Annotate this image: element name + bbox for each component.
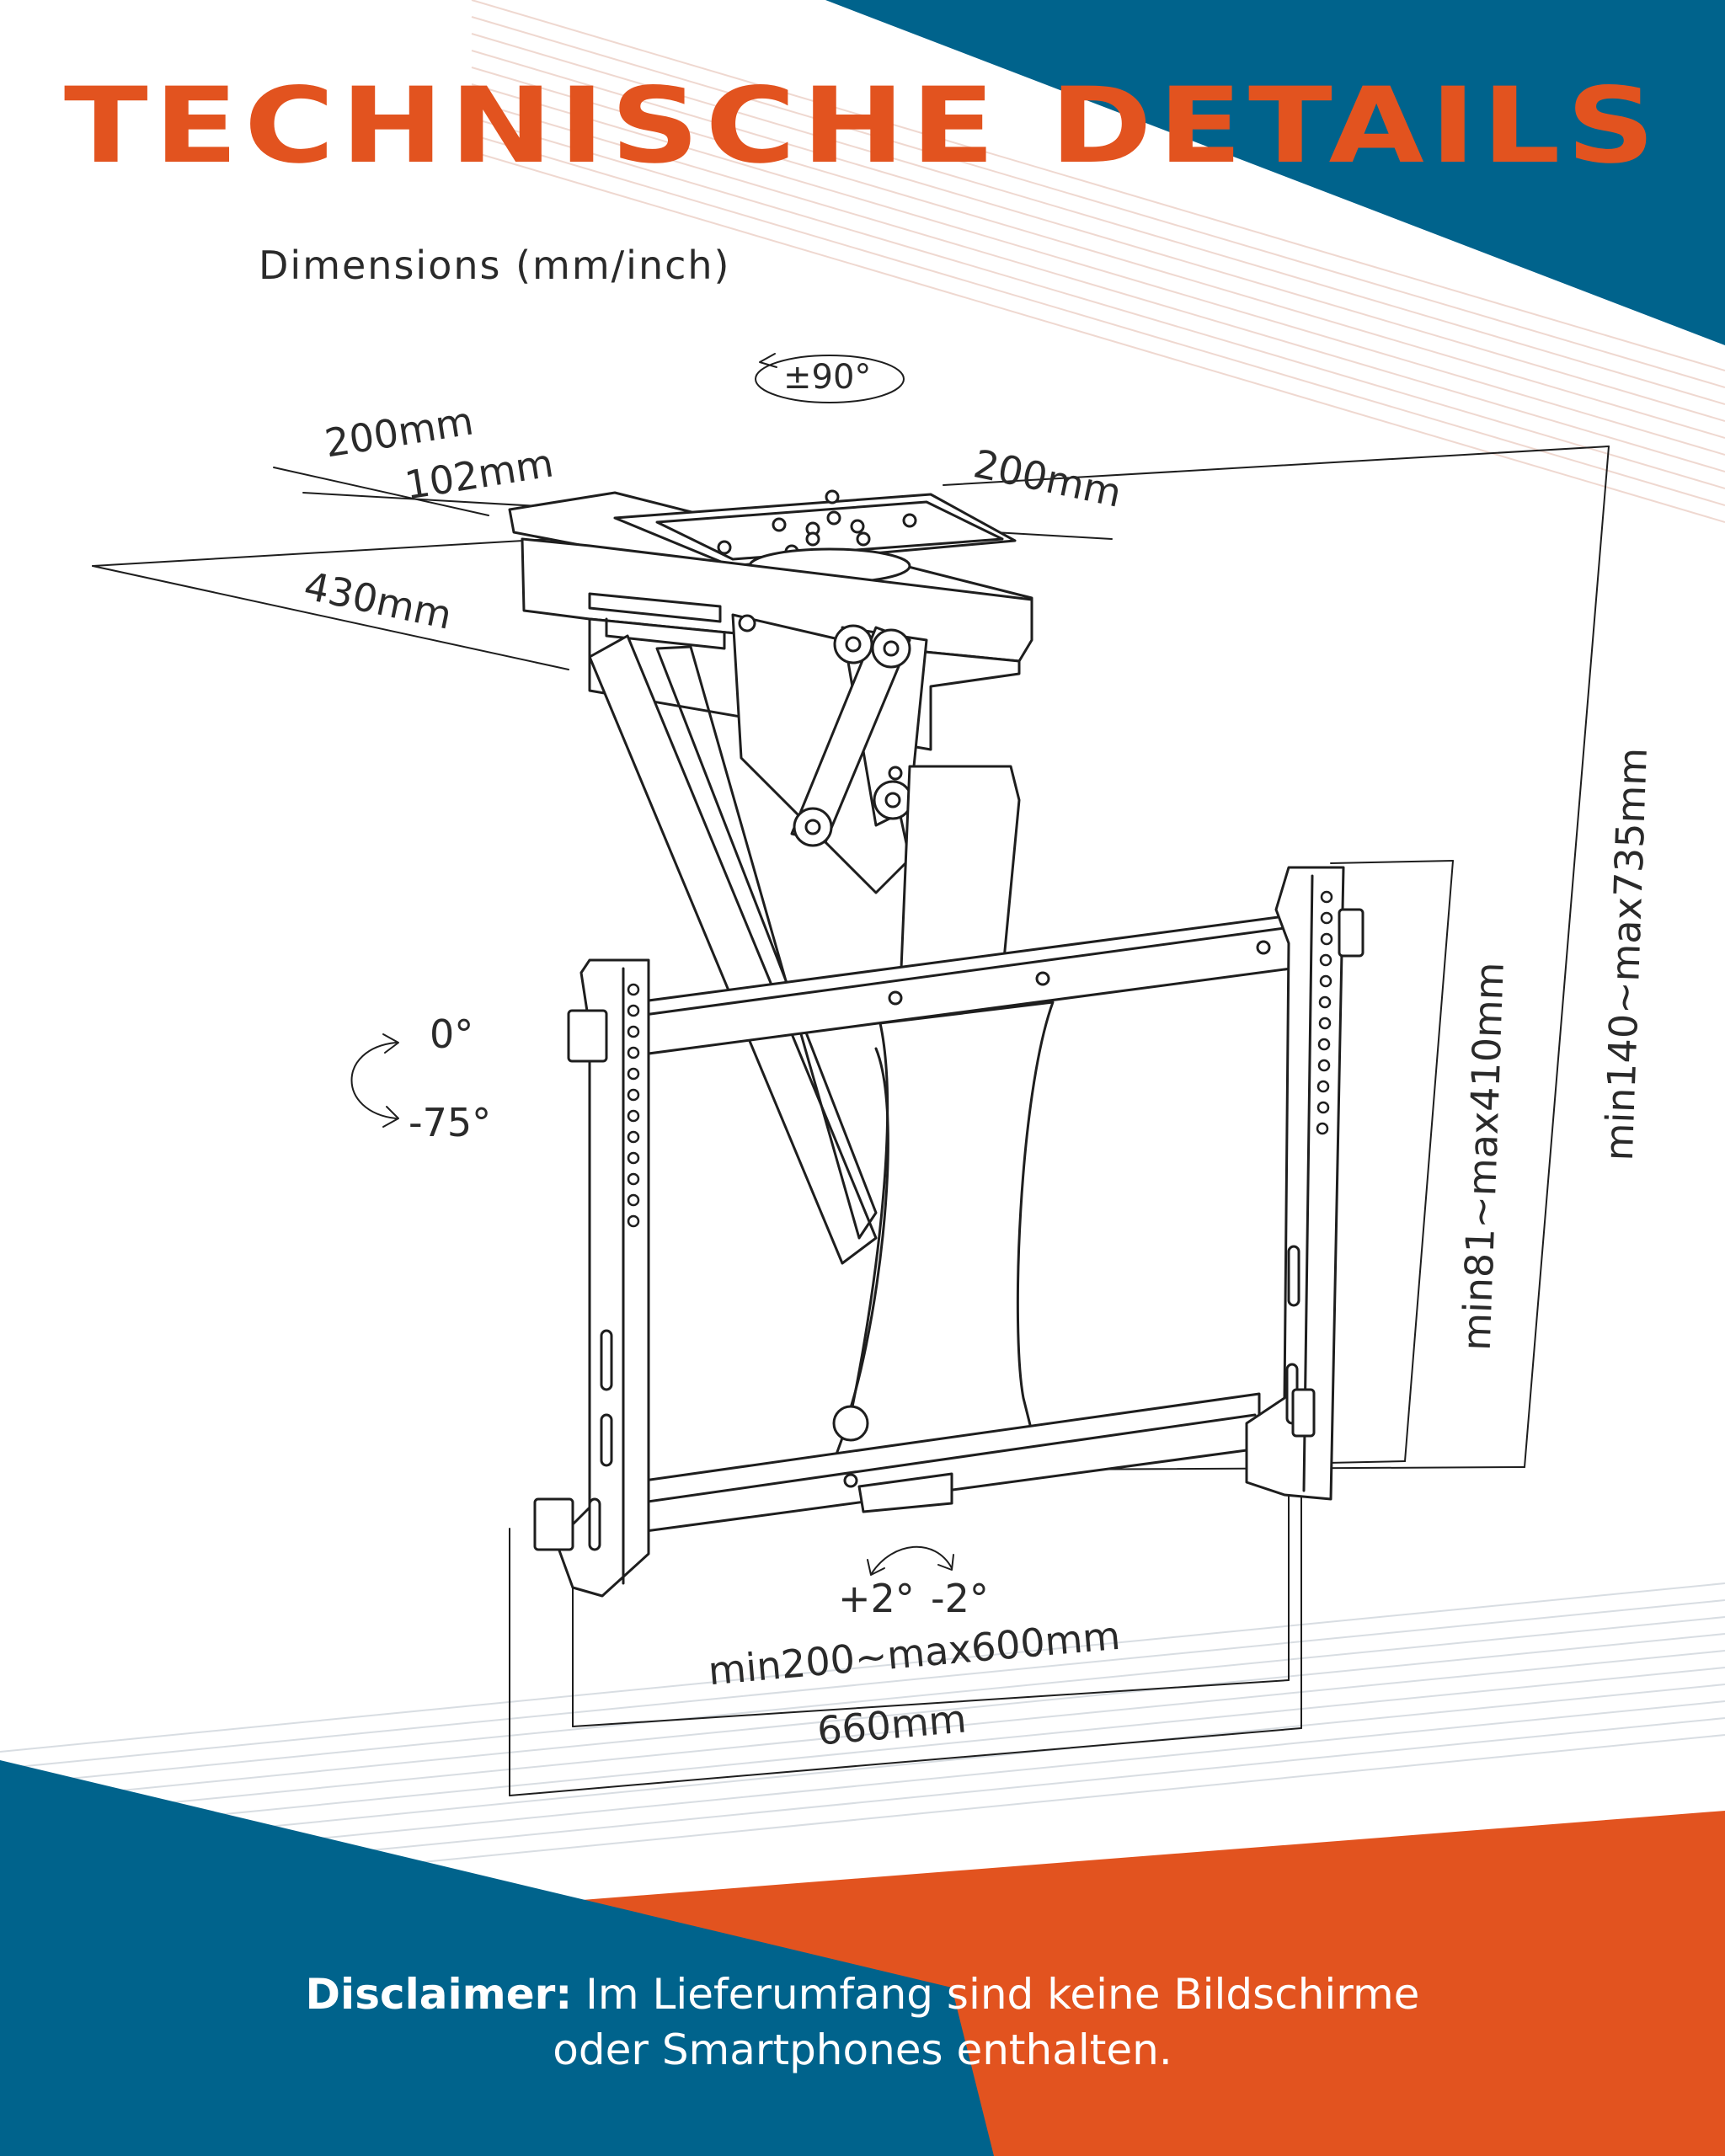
- label-tilt-0: 0°: [430, 1011, 474, 1057]
- disclaimer-text-2: oder Smartphones enthalten.: [553, 2025, 1172, 2074]
- bottom-blue-band: [0, 1760, 994, 2156]
- bottom-pinstripes: [0, 1582, 1725, 1904]
- label-swivel-plus: +2°: [838, 1576, 915, 1621]
- subtitle: Dimensions (mm/inch): [259, 243, 731, 288]
- top-blue-band: [825, 0, 1725, 345]
- disclaimer-label: Disclaimer:: [305, 1970, 573, 2019]
- page-title: TECHNISCHE DETAILS: [63, 66, 1662, 187]
- mount-drawing: [92, 353, 1610, 1796]
- label-swivel-minus: -2°: [931, 1576, 989, 1621]
- label-rotate: ±90°: [783, 358, 872, 397]
- top-pinstripes: [471, 0, 1725, 523]
- label-tilt-75: -75°: [409, 1100, 492, 1145]
- label-total-width: 660mm: [814, 1695, 969, 1754]
- disclaimer: Disclaimer: Im Lieferumfang sind keine B…: [0, 1967, 1725, 2078]
- disclaimer-line-1: Disclaimer: Im Lieferumfang sind keine B…: [0, 1967, 1725, 2022]
- disclaimer-text-1: Im Lieferumfang sind keine Bildschirme: [572, 1970, 1420, 2019]
